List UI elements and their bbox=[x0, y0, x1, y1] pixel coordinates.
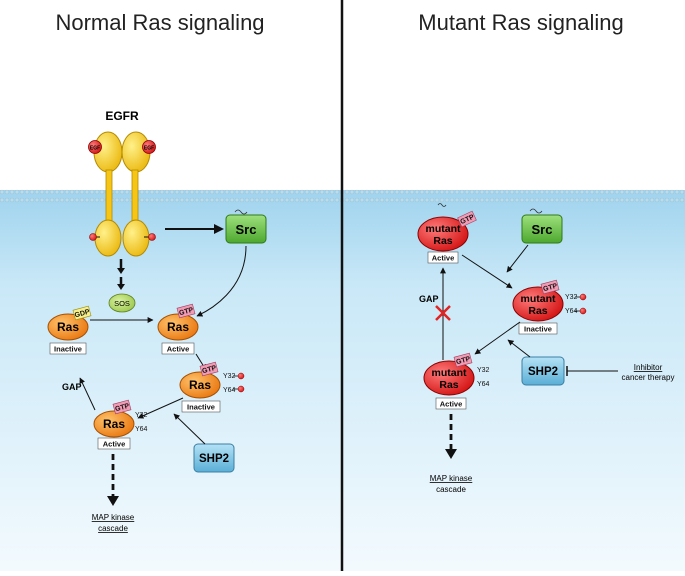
ras-label: Ras bbox=[433, 235, 452, 247]
gdp-tag: GDP bbox=[74, 309, 91, 320]
cascade-arrowhead-right bbox=[445, 449, 457, 459]
mutant-label: mutant bbox=[432, 367, 468, 379]
left-panel-title: Normal Ras signaling bbox=[55, 10, 264, 35]
shp2-node-right: SHP2 bbox=[521, 356, 565, 386]
egf-ligand-right: EGF bbox=[142, 140, 156, 154]
mutant-ras-active-top: mutant Ras GTP Active bbox=[417, 203, 477, 264]
src-label-right: Src bbox=[532, 222, 553, 237]
src-to-ras-arrow bbox=[196, 245, 247, 317]
gtp-tag: GTP bbox=[455, 356, 471, 367]
y32-label: Y32 bbox=[135, 412, 148, 419]
y32-label: Y32 bbox=[223, 373, 236, 380]
cascade-label-left-2: cascade bbox=[98, 524, 128, 533]
gap-label-left: GAP bbox=[62, 382, 82, 392]
ras-label: Ras bbox=[103, 417, 125, 431]
src-label-left: Src bbox=[236, 222, 257, 237]
inactive-label: Inactive bbox=[54, 345, 82, 354]
active-label: Active bbox=[440, 400, 463, 409]
y64-label: Y64 bbox=[135, 426, 148, 433]
cascade-label-left-1: MAP kinase bbox=[92, 513, 135, 522]
ras-label: Ras bbox=[439, 379, 458, 391]
egfr-label: EGFR bbox=[105, 109, 139, 123]
y64-label: Y64 bbox=[565, 308, 578, 315]
svg-text:EGF: EGF bbox=[90, 146, 100, 152]
shp2-node-left: SHP2 bbox=[193, 443, 235, 473]
ras-label: Ras bbox=[57, 320, 79, 334]
gtp-tag: GTP bbox=[542, 283, 558, 294]
shp2-label-right: SHP2 bbox=[528, 366, 558, 378]
mutant-label: mutant bbox=[426, 223, 462, 235]
dephospho-arrow bbox=[137, 397, 184, 419]
y64-label: Y64 bbox=[477, 381, 490, 388]
svg-text:EGF: EGF bbox=[144, 146, 154, 152]
ras-phospho-inactive: Ras GTP Y32 Y64 Inactive bbox=[179, 361, 245, 413]
egfr-phospho-right bbox=[144, 233, 156, 241]
mutant-ras-active-bottom: mutant Ras GTP Y32 Y64 Active bbox=[423, 352, 490, 410]
active-to-phospho-arrow bbox=[461, 254, 513, 289]
ras-gdp-inactive: Ras GDP Inactive bbox=[47, 305, 92, 355]
y32-label: Y32 bbox=[477, 367, 490, 374]
blocked-x-icon bbox=[435, 305, 451, 321]
sos-node: SOS bbox=[108, 293, 136, 313]
inactive-label: Inactive bbox=[187, 403, 215, 412]
src-node-left: Src bbox=[225, 209, 267, 244]
mutant-ras-phospho-inactive: mutant Ras GTP Y32 Y64 Inactive bbox=[512, 279, 587, 335]
ras-active-bottom: Ras GTP Y32 Y64 Active bbox=[93, 399, 148, 450]
cascade-label-right-2: cascade bbox=[436, 485, 466, 494]
inhibitor-label-1: Inhibitor bbox=[634, 363, 663, 372]
active-label: Active bbox=[432, 254, 455, 263]
src-node-right: Src bbox=[521, 208, 563, 244]
ras-label: Ras bbox=[528, 305, 547, 317]
dephospho-arrow-right bbox=[474, 321, 521, 355]
cascade-arrowhead-left bbox=[107, 496, 119, 506]
shp2-arrow-left bbox=[173, 413, 206, 445]
active-label: Active bbox=[167, 345, 190, 354]
ras-gtp-active: Ras GTP Active bbox=[157, 303, 199, 355]
active-label: Active bbox=[103, 440, 126, 449]
shp2-arrow-right bbox=[507, 339, 531, 358]
inactive-label: Inactive bbox=[524, 325, 552, 334]
egfr-phospho-left bbox=[89, 233, 100, 241]
y32-label: Y32 bbox=[565, 294, 578, 301]
cascade-label-right-1: MAP kinase bbox=[430, 474, 473, 483]
inhibitor-label-2: cancer therapy bbox=[622, 373, 675, 382]
shp2-label-left: SHP2 bbox=[199, 453, 229, 465]
gap-arrow-left bbox=[79, 377, 96, 411]
gap-label-right: GAP bbox=[419, 294, 439, 304]
gtp-tag: GTP bbox=[114, 403, 130, 414]
egf-ligand-left: EGF bbox=[88, 140, 102, 154]
src-to-mutant-arrow bbox=[506, 244, 529, 273]
egfr-down-arrowhead-2 bbox=[117, 284, 125, 290]
egfr-down-arrowhead-1 bbox=[117, 268, 125, 274]
y64-label: Y64 bbox=[223, 387, 236, 394]
ras-label: Ras bbox=[189, 378, 211, 392]
mutant-label: mutant bbox=[521, 293, 557, 305]
right-panel-title: Mutant Ras signaling bbox=[418, 10, 623, 35]
ras-label: Ras bbox=[167, 320, 189, 334]
sos-label: SOS bbox=[114, 299, 130, 308]
gtp-tag: GTP bbox=[201, 365, 217, 376]
gtp-tag: GTP bbox=[178, 307, 194, 318]
egfr-receptor bbox=[93, 131, 151, 257]
